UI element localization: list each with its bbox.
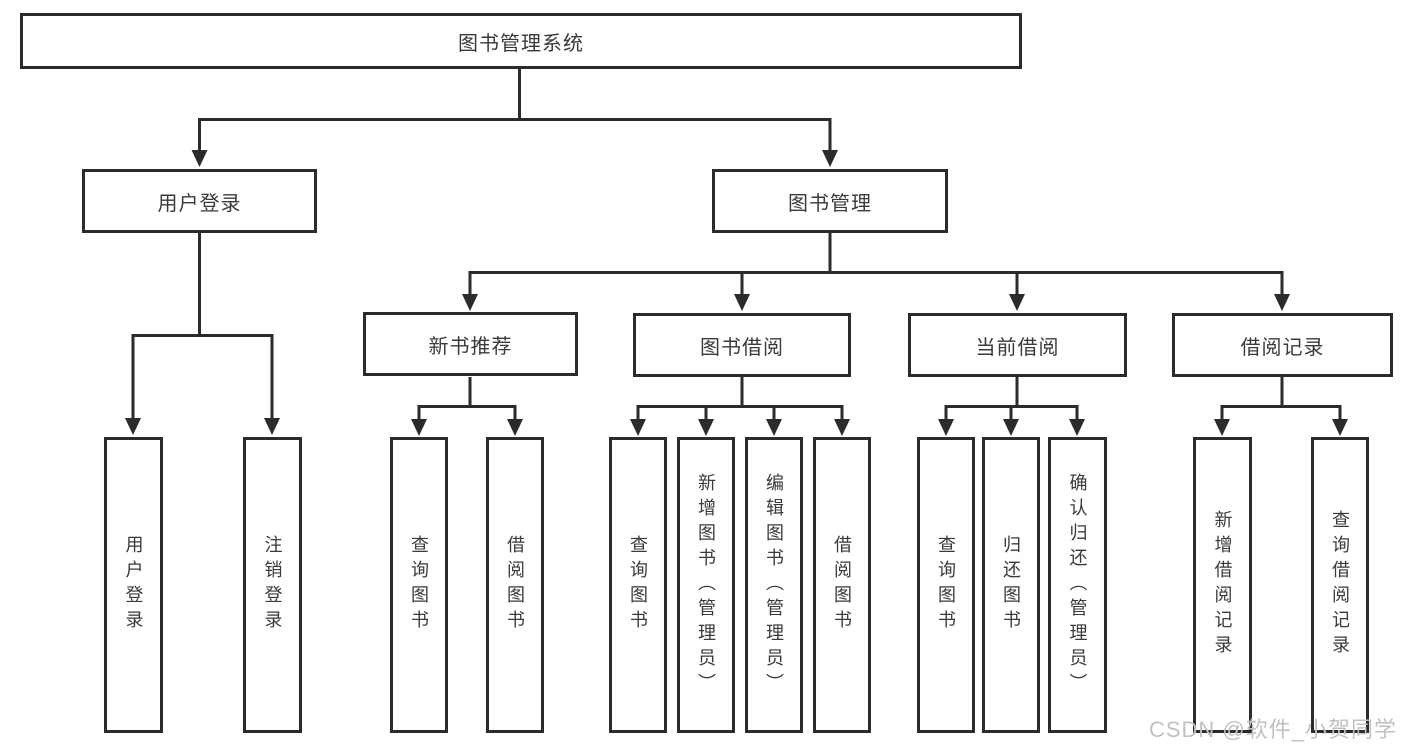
arrowhead bbox=[822, 150, 838, 167]
leaf-add-borrow-record: 新增借阅记录 bbox=[1193, 437, 1252, 733]
node-current-borrowing: 当前借阅 bbox=[908, 313, 1127, 377]
node-user-login-module: 用户登录 bbox=[82, 169, 317, 233]
arrowhead bbox=[734, 294, 750, 311]
arrowhead bbox=[125, 418, 141, 435]
leaf-add-book-admin: 新增图书（管理员） bbox=[677, 437, 735, 733]
leaf-edit-book-admin: 编辑图书（管理员） bbox=[745, 437, 803, 733]
arrowhead bbox=[1009, 294, 1025, 311]
node-system-root: 图书管理系统 bbox=[20, 13, 1022, 69]
arrowhead bbox=[698, 419, 714, 436]
node-book-borrowing: 图书借阅 bbox=[633, 313, 851, 377]
arrowhead bbox=[834, 419, 850, 436]
arrowhead bbox=[462, 294, 478, 311]
node-book-management-module: 图书管理 bbox=[712, 169, 948, 233]
arrowhead bbox=[507, 419, 523, 436]
leaf-query-books-borrowing: 查询图书 bbox=[609, 437, 667, 733]
arrowhead bbox=[1332, 419, 1348, 436]
leaf-borrow-books: 借阅图书 bbox=[813, 437, 871, 733]
arrowhead bbox=[1003, 419, 1019, 436]
arrowhead bbox=[411, 419, 427, 436]
arrowhead bbox=[191, 150, 208, 167]
arrowhead bbox=[1214, 419, 1230, 436]
arrowhead bbox=[1274, 294, 1290, 311]
arrowhead bbox=[766, 419, 782, 436]
leaf-borrow-books-recommend: 借阅图书 bbox=[486, 437, 544, 733]
arrowhead bbox=[630, 419, 646, 436]
node-new-book-recommend: 新书推荐 bbox=[363, 312, 578, 376]
arrowhead bbox=[938, 419, 954, 436]
leaf-query-borrow-record: 查询借阅记录 bbox=[1311, 437, 1369, 733]
arrowhead bbox=[1069, 419, 1085, 436]
arrowhead bbox=[264, 418, 280, 435]
csdn-watermark: CSDN @软件_小贺同学 bbox=[1148, 717, 1397, 742]
leaf-confirm-return-admin: 确认归还（管理员） bbox=[1048, 437, 1107, 733]
leaf-return-book: 归还图书 bbox=[982, 437, 1040, 733]
leaf-user-login: 用户登录 bbox=[104, 437, 163, 733]
leaf-query-books-current: 查询图书 bbox=[917, 437, 975, 733]
leaf-logout: 注销登录 bbox=[243, 437, 302, 733]
leaf-query-books-recommend: 查询图书 bbox=[390, 437, 448, 733]
node-borrowing-records: 借阅记录 bbox=[1172, 313, 1393, 377]
